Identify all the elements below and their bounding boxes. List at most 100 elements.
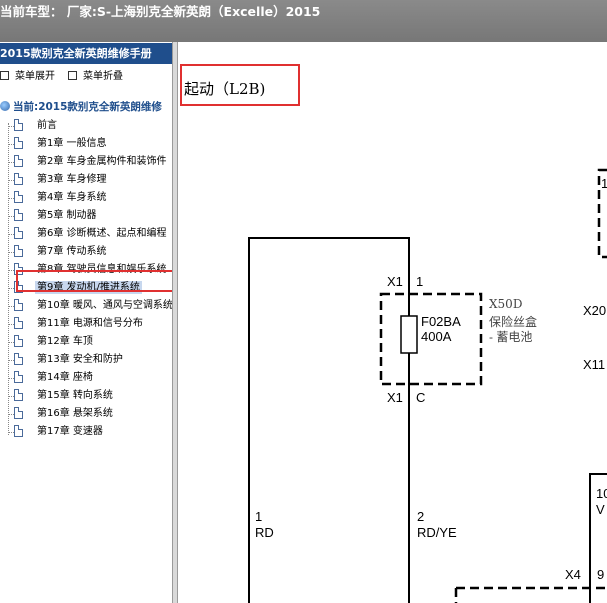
tree-branch-line	[8, 162, 14, 163]
tree-branch-line	[8, 324, 14, 325]
tree-item-chapter[interactable]: 第12章 车顶	[0, 333, 172, 351]
document-icon	[14, 263, 23, 275]
tree-root-label: 当前:2015款别克全新英朗维修	[13, 101, 162, 113]
fuse-pin-top: 1	[416, 274, 423, 289]
window-title-bar: 当前车型： 厂家:S-上海别克全新英朗（Excelle）2015	[0, 0, 607, 42]
tree-item-label: 第2章 车身金属构件和装饰件	[37, 156, 167, 167]
tree-branch-line	[8, 252, 14, 253]
right-label-v: V	[596, 502, 605, 517]
right-connector-x20: X20	[583, 303, 606, 318]
tree-root[interactable]: 当前:2015款别克全新英朗维修	[0, 99, 162, 114]
tree-item-label: 第17章 变速器	[37, 426, 103, 437]
right-top-number: 1	[601, 176, 607, 191]
menu-collapse-label: 菜单折叠	[83, 71, 123, 82]
tree-item-chapter[interactable]: 第15章 转向系统	[0, 387, 172, 405]
tree-item-chapter[interactable]: 第13章 安全和防护	[0, 351, 172, 369]
tree-branch-line	[8, 216, 14, 217]
tree-branch-line	[8, 144, 14, 145]
tree-branch-line	[8, 306, 14, 307]
tree-item-chapter[interactable]: 第2章 车身金属构件和装饰件	[0, 153, 172, 171]
wire-1-number: 1	[255, 509, 262, 524]
wire-2-number: 2	[417, 509, 424, 524]
pane-splitter[interactable]	[172, 42, 178, 603]
tree-item-chapter[interactable]: 第11章 电源和信号分布	[0, 315, 172, 333]
document-icon	[14, 371, 23, 383]
window-title: 当前车型： 厂家:S-上海别克全新英朗（Excelle）2015	[0, 4, 321, 19]
document-icon	[14, 317, 23, 329]
chapter-tree: 前言第1章 一般信息第2章 车身金属构件和装饰件第3章 车身修理第4章 车身系统…	[0, 117, 172, 441]
fuse-connector-bottom: X1	[387, 390, 403, 405]
tree-item-chapter[interactable]: 第3章 车身修理	[0, 171, 172, 189]
fuse-block-id: X50D	[489, 297, 522, 311]
wiring-diagram: X1 1 X1 C F02BA 400A X50D 保险丝盒 - 蓄电池 1 R…	[248, 168, 607, 603]
fuse-rating: 400A	[421, 329, 452, 344]
tree-item-chapter[interactable]: 第5章 制动器	[0, 207, 172, 225]
globe-icon	[0, 101, 10, 111]
document-icon	[14, 335, 23, 347]
fuse-pin-bottom: C	[416, 390, 425, 405]
wire-2-color: RD/YE	[417, 525, 457, 540]
document-icon	[14, 191, 23, 203]
fuse-connector-top: X1	[387, 274, 403, 289]
document-icon	[14, 155, 23, 167]
document-icon	[14, 407, 23, 419]
document-icon	[14, 227, 23, 239]
tree-item-label: 第6章 诊断概述、起点和编程	[37, 228, 167, 239]
tree-item-label: 第3章 车身修理	[37, 174, 107, 185]
manual-title[interactable]: 2015款别克全新英朗维修手册	[0, 43, 172, 64]
menu-collapse-button[interactable]: 菜单折叠	[68, 67, 123, 82]
tree-connector-line	[8, 123, 9, 435]
tree-branch-line	[8, 378, 14, 379]
tree-item-label: 第13章 安全和防护	[37, 354, 123, 365]
collapse-icon	[68, 71, 77, 80]
tree-branch-line	[8, 234, 14, 235]
tree-item-chapter[interactable]: 第7章 传动系统	[0, 243, 172, 261]
tree-item-chapter[interactable]: 第17章 变速器	[0, 423, 172, 441]
tree-item-chapter[interactable]: 第8章 驾驶员信息和娱乐系统	[0, 261, 172, 279]
tree-branch-line	[8, 198, 14, 199]
tree-item-label: 第4章 车身系统	[37, 192, 107, 203]
menu-expand-label: 菜单展开	[15, 71, 55, 82]
tree-item-label: 第12章 车顶	[37, 336, 93, 347]
wire-1-color: RD	[255, 525, 274, 540]
tree-branch-line	[8, 396, 14, 397]
document-icon	[14, 137, 23, 149]
title-highlight-box	[180, 64, 300, 106]
tree-branch-line	[8, 360, 14, 361]
tree-branch-line	[8, 432, 14, 433]
tree-item-chapter[interactable]: 第14章 座椅	[0, 369, 172, 387]
tree-item-chapter[interactable]: 第10章 暖风、通风与空调系统	[0, 297, 172, 315]
diagram-title: 起动（L2B)	[184, 80, 266, 98]
tree-item-label: 第8章 驾驶员信息和娱乐系统	[37, 264, 167, 275]
tree-item-label: 第1章 一般信息	[37, 138, 107, 149]
document-icon	[14, 299, 23, 311]
tree-item-label: 第16章 悬架系统	[37, 408, 113, 419]
tree-item-label: 第10章 暖风、通风与空调系统	[37, 300, 172, 311]
tree-branch-line	[8, 270, 14, 271]
selection-highlight-box	[16, 270, 176, 292]
diagram-pane: 起动（L2B) X1 1 X1 C F02BA 400A X50D 保险丝盒 -…	[178, 42, 607, 603]
document-icon	[14, 173, 23, 185]
document-icon	[14, 245, 23, 257]
fuse-block-outline	[379, 292, 483, 386]
tree-item-chapter[interactable]: 第1章 一般信息	[0, 135, 172, 153]
right-component-outline	[597, 168, 607, 259]
tree-branch-line	[8, 288, 14, 289]
tree-item-label: 第15章 转向系统	[37, 390, 113, 401]
tree-item-label: 第14章 座椅	[37, 372, 93, 383]
fuse-element	[400, 315, 418, 354]
tree-item-label: 第7章 传动系统	[37, 246, 107, 257]
tree-item-chapter[interactable]: 第16章 悬架系统	[0, 405, 172, 423]
tree-item-chapter[interactable]: 第6章 诊断概述、起点和编程	[0, 225, 172, 243]
menu-expand-button[interactable]: 菜单展开	[0, 67, 55, 82]
fuse-block-name: 保险丝盒	[489, 314, 537, 329]
sidebar: 2015款别克全新英朗维修手册 菜单展开 菜单折叠 当前:2015款别克全新英朗…	[0, 42, 172, 603]
right-connector-x11: X11	[583, 357, 605, 372]
tree-item-chapter[interactable]: 第4章 车身系统	[0, 189, 172, 207]
tree-item-label: 第5章 制动器	[37, 210, 97, 221]
document-icon	[14, 389, 23, 401]
tree-item-chapter[interactable]: 前言	[0, 117, 172, 135]
tree-branch-line	[8, 180, 14, 181]
expand-icon	[0, 71, 9, 80]
fuse-name: F02BA	[421, 314, 461, 329]
